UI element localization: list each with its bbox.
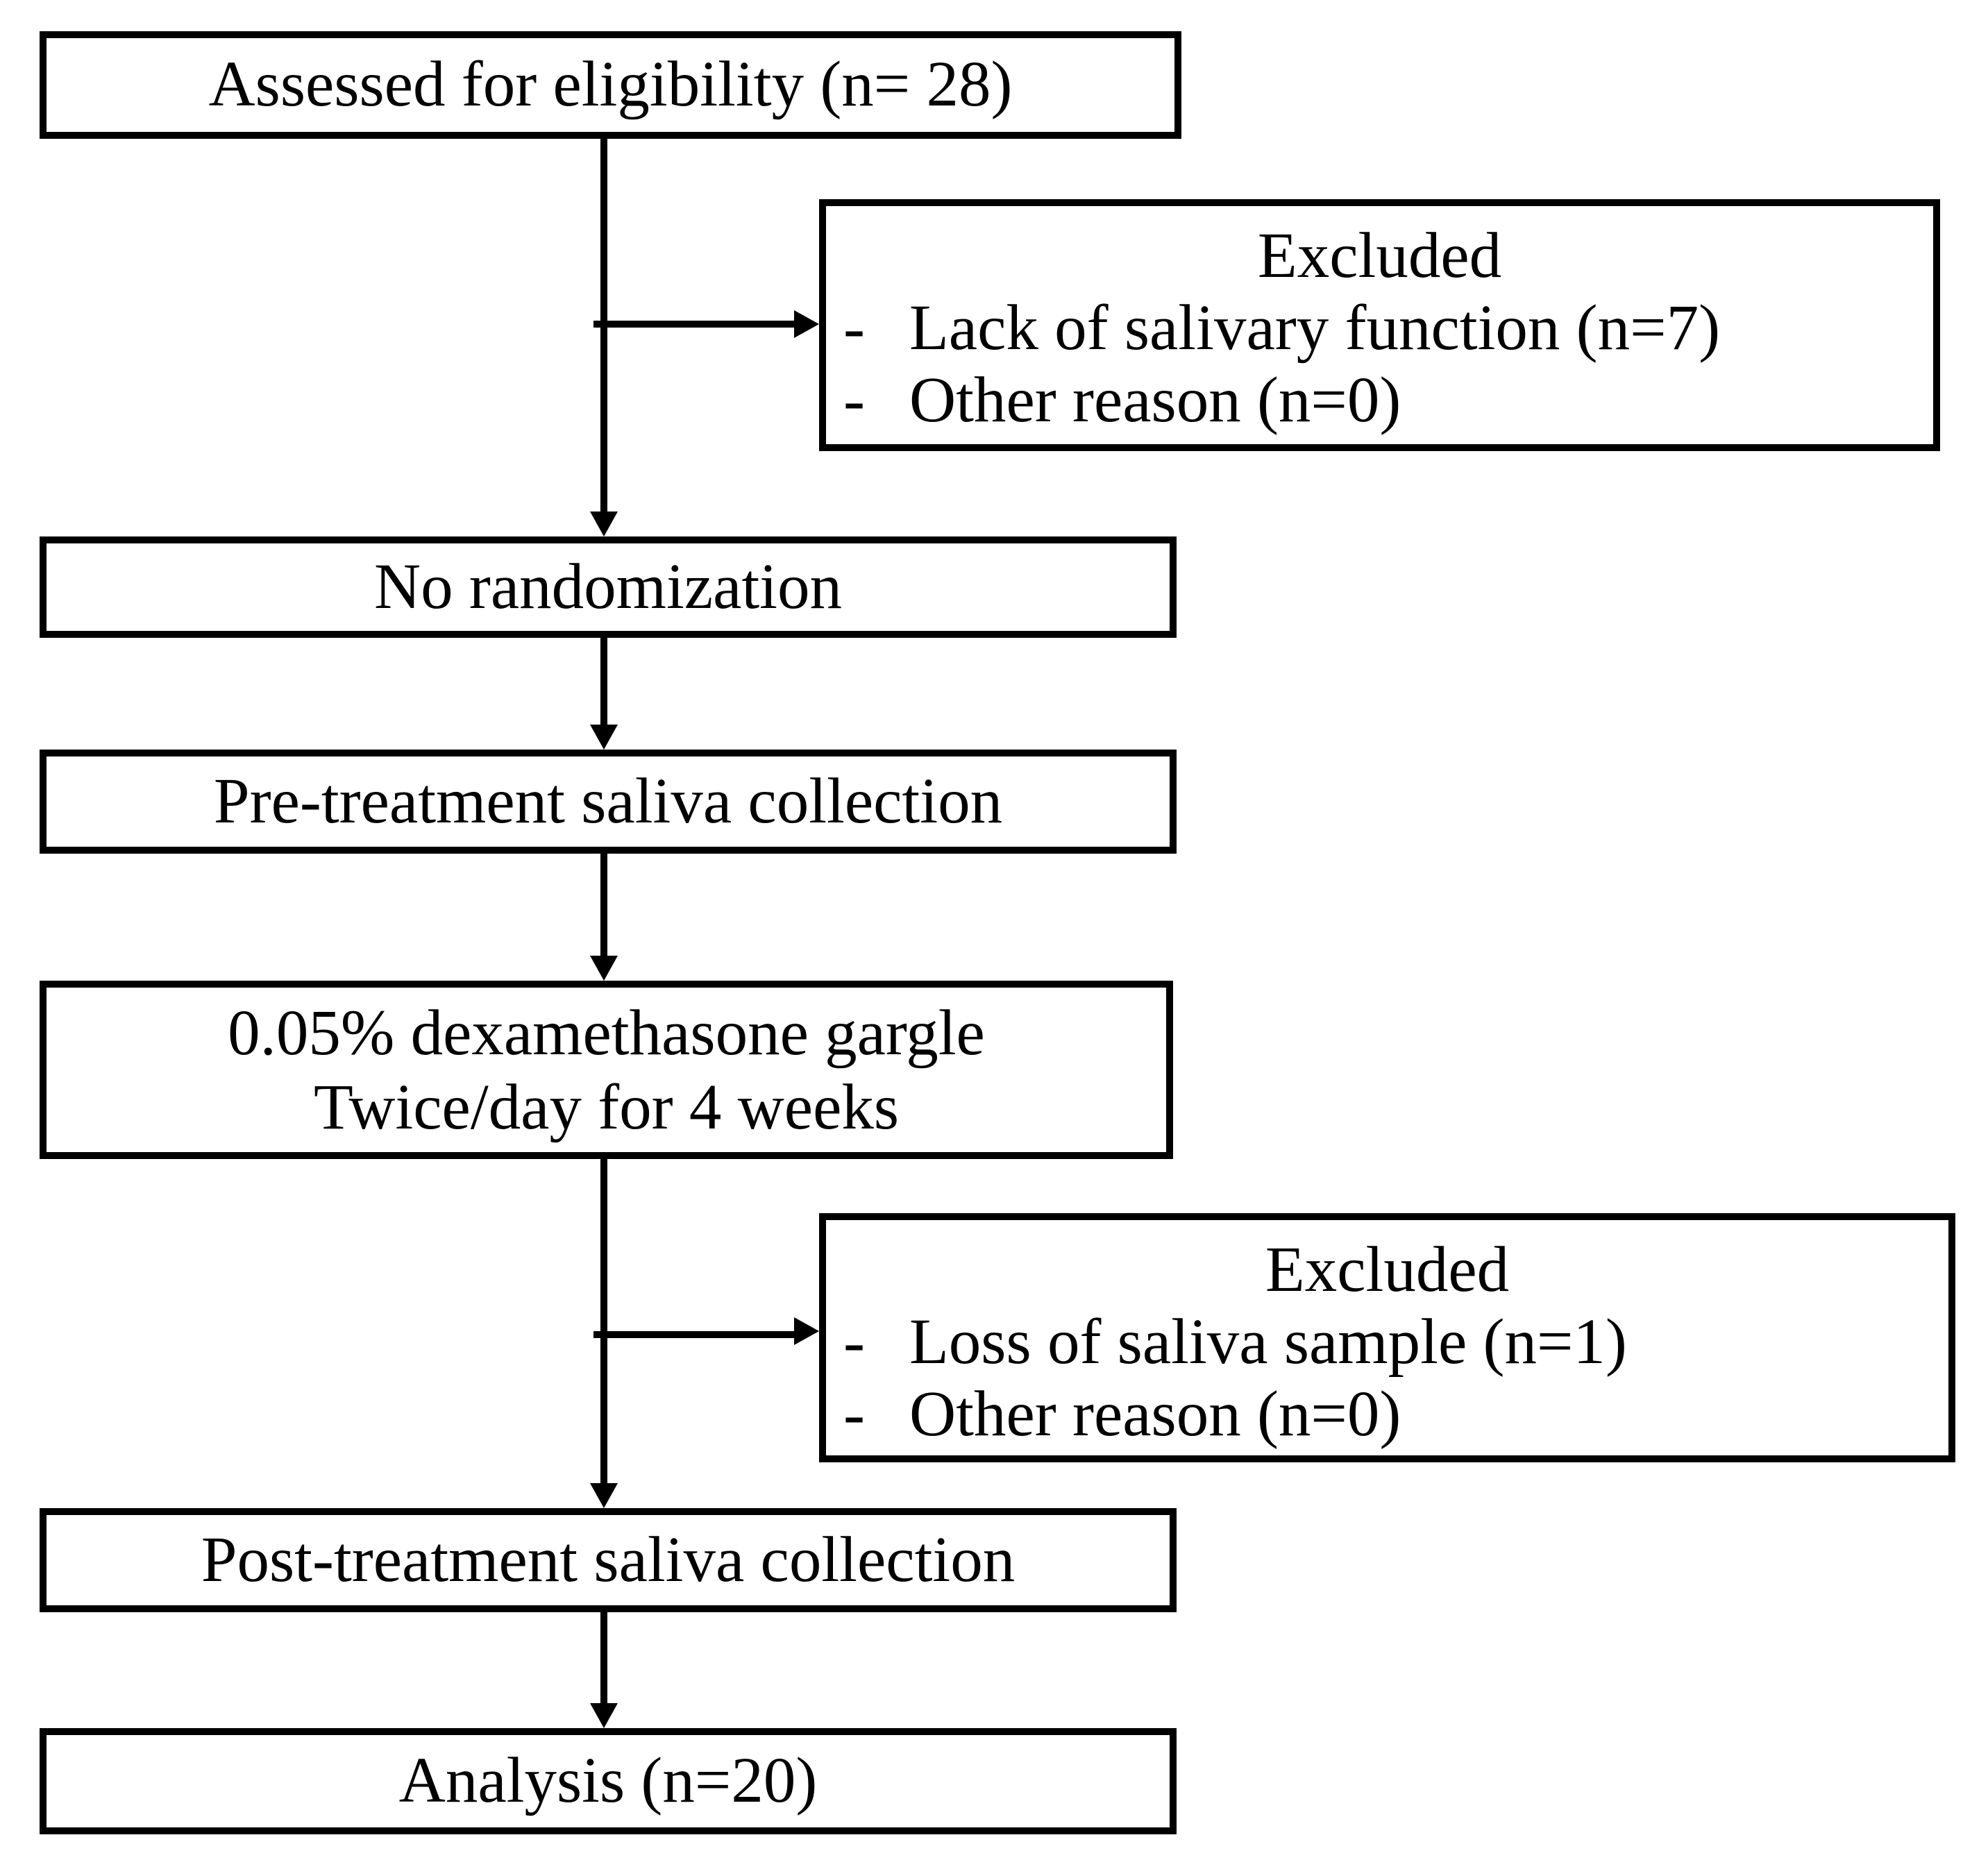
arrowhead-right-icon	[794, 310, 819, 338]
node-pretreatment-saliva-collection: Pre-treatment saliva collection	[40, 750, 1177, 854]
node-analysis: Analysis (n=20)	[40, 1728, 1177, 1834]
excluded-1-item-label: Other reason (n=0)	[909, 364, 1401, 436]
excluded-1-item: - Lack of salivary function (n=7)	[826, 292, 1933, 364]
connector-posttreatment-to-analysis	[600, 1612, 607, 1709]
dash-bullet: -	[843, 1306, 865, 1378]
connector-pretreatment-to-gargle	[600, 854, 607, 961]
node-no-randomization-label: No randomization	[373, 550, 843, 623]
excluded-1-item-label: Lack of salivary function (n=7)	[909, 292, 1721, 364]
node-assessed-eligibility: Assessed for eligibility (n= 28)	[40, 31, 1181, 139]
connector-norandomization-to-pretreatment	[600, 638, 607, 730]
node-pretreatment-label: Pre-treatment saliva collection	[213, 765, 1003, 837]
arrowhead-down-icon	[590, 956, 618, 981]
excluded-1-title: Excluded	[1257, 220, 1502, 291]
node-excluded-1: Excluded - Lack of salivary function (n=…	[819, 199, 1940, 451]
dash-bullet: -	[843, 292, 865, 364]
arrowhead-down-icon	[590, 1483, 618, 1508]
excluded-2-item: - Loss of saliva sample (n=1)	[826, 1306, 1948, 1378]
node-analysis-label: Analysis (n=20)	[398, 1745, 818, 1817]
connector-branch-to-excluded-1	[593, 321, 798, 328]
node-no-randomization: No randomization	[40, 536, 1177, 638]
excluded-2-title: Excluded	[1265, 1234, 1510, 1305]
excluded-2-item-label: Other reason (n=0)	[909, 1378, 1401, 1450]
excluded-2-item-label: Loss of saliva sample (n=1)	[909, 1306, 1627, 1378]
node-gargle-line2: Twice/day for 4 weeks	[313, 1071, 900, 1143]
arrowhead-down-icon	[590, 725, 618, 750]
excluded-1-item: - Other reason (n=0)	[826, 364, 1933, 437]
excluded-2-item: - Other reason (n=0)	[826, 1378, 1948, 1451]
connector-branch-to-excluded-2	[593, 1331, 798, 1338]
dash-bullet: -	[843, 1378, 865, 1450]
node-posttreatment-saliva-collection: Post-treatment saliva collection	[40, 1508, 1177, 1612]
arrowhead-right-icon	[794, 1317, 819, 1345]
dash-bullet: -	[843, 364, 865, 436]
node-assessed-eligibility-label: Assessed for eligibility (n= 28)	[208, 49, 1013, 121]
arrowhead-down-icon	[590, 512, 618, 536]
connector-assessed-to-norandomization	[600, 139, 607, 517]
node-dexamethasone-gargle: 0.05% dexamethasone gargle Twice/day for…	[40, 981, 1173, 1159]
node-posttreatment-label: Post-treatment saliva collection	[201, 1523, 1016, 1596]
arrowhead-down-icon	[590, 1703, 618, 1728]
node-excluded-2: Excluded - Loss of saliva sample (n=1) -…	[819, 1213, 1955, 1462]
node-gargle-line1: 0.05% dexamethasone gargle	[228, 997, 985, 1069]
connector-gargle-to-posttreatment	[600, 1159, 607, 1489]
